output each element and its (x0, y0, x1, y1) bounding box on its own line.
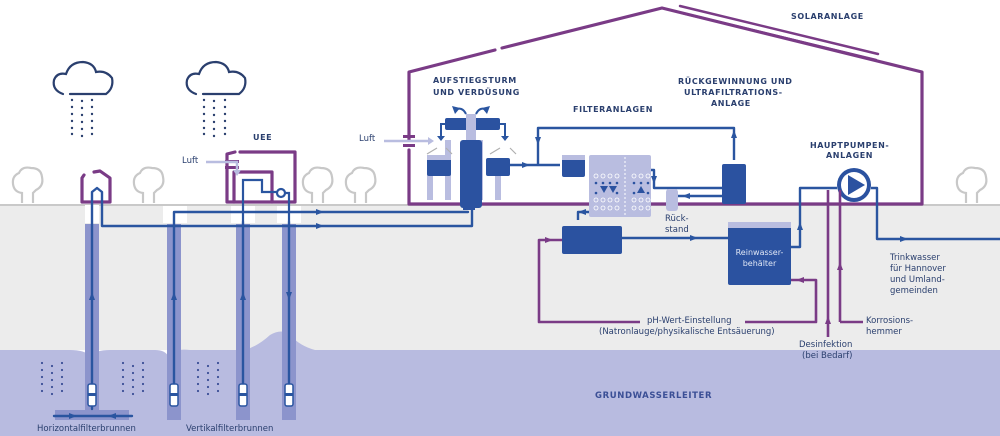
label-reinwasser-1: Reinwasser- (735, 248, 784, 257)
heading-rueckgewinnung-2: ULTRAFILTRATIONS- (684, 88, 783, 97)
filter-unit (589, 155, 651, 217)
well-pump-band (88, 393, 293, 396)
process-flow-arrows (522, 130, 908, 242)
label-reinwasser-2: behälter (742, 258, 777, 268)
filter-pre-tank (562, 155, 585, 177)
collection-tank (562, 226, 622, 254)
heading-hauptpumpen-1: HAUPTPUMPEN- (810, 141, 890, 150)
well-pipes (52, 186, 474, 418)
residue-tank (666, 189, 678, 211)
rain-drops (70, 98, 227, 138)
label-korrosion-2: hemmer (866, 327, 902, 337)
tree-icon (955, 166, 988, 203)
label-horizontalfilterbrunnen: Horizontalfilterbrunnen (37, 424, 136, 434)
solar-panel (678, 4, 880, 62)
rain-cloud-icon (185, 60, 247, 96)
clean-water-tank (728, 222, 791, 285)
heading-aufstiegsturm-1: AUFSTIEGSTURM (433, 76, 517, 85)
flow-arrows (69, 209, 324, 419)
heading-rueckgewinnung-3: ANLAGE (711, 99, 751, 108)
label-luft-uee: Luft (182, 156, 199, 166)
heading-solaranlage: SOLARANLAGE (791, 12, 864, 21)
label-ph-1: pH-Wert-Einstellung (647, 316, 732, 326)
tree-icon (301, 166, 334, 203)
heading-aufstiegsturm-2: UND VERDÜSUNG (433, 88, 520, 97)
label-vertikalfilterbrunnen: Vertikalfilterbrunnen (186, 424, 274, 434)
chemical-flow-arrows (545, 237, 843, 324)
ground-layer (0, 205, 1000, 350)
treatment-building (407, 6, 924, 206)
filter-pre-tank-top (562, 155, 585, 160)
ultrafiltration-tank (722, 164, 746, 204)
label-trinkwasser-1: Trinkwasser (890, 253, 940, 263)
label-korrosion-1: Korrosions- (866, 316, 914, 326)
clean-water-tank-top (728, 222, 791, 228)
label-trinkwasser-2: für Hannover (890, 264, 946, 274)
heading-filteranlagen: FILTERANLAGEN (573, 105, 653, 114)
tree-icon (344, 166, 377, 203)
rain-cloud-icon (52, 60, 114, 96)
label-rueckstand-1: Rück- (665, 214, 689, 224)
label-desinfektion-1: Desinfektion (799, 340, 853, 350)
spray-arrows (437, 106, 509, 141)
label-trinkwasser-3: und Umland- (890, 275, 945, 285)
groundwater-dots (40, 361, 220, 396)
tree-icon (11, 166, 44, 203)
label-reinwasser: Reinwasser- behälter (728, 248, 791, 269)
heading-uee: UEE (253, 133, 273, 142)
label-trinkwasser-4: gemeinden (890, 286, 938, 296)
air-inlet (384, 135, 434, 147)
heading-grundwasserleiter: GRUNDWASSERLEITER (595, 391, 713, 401)
label-rueckstand-2: stand (665, 225, 689, 235)
tree-icon (132, 166, 165, 203)
aeration-tower (427, 114, 510, 210)
label-desinfektion-2: (bei Bedarf) (802, 351, 853, 361)
pump-icon (837, 168, 871, 202)
label-ph-2: (Natronlauge/physikalische Entsäuerung) (599, 327, 775, 337)
heading-rueckgewinnung-1: RÜCKGEWINNUNG UND (678, 77, 793, 86)
label-luft-building: Luft (359, 134, 376, 144)
heading-hauptpumpen-2: ANLAGEN (826, 151, 874, 160)
uee-air-inlet (206, 160, 241, 176)
horizontal-well-house (80, 169, 112, 204)
